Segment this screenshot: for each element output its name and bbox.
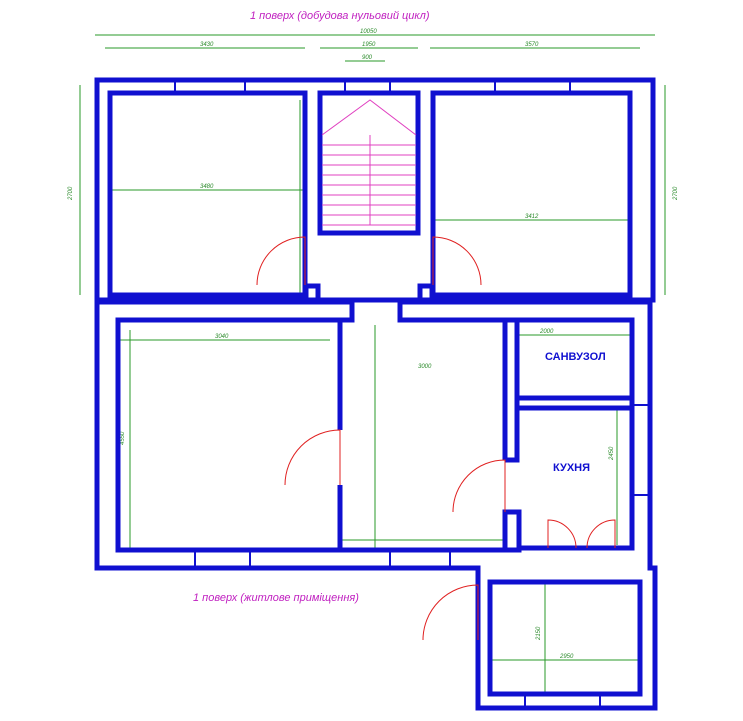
dim-overall: 10050 [360, 29, 377, 35]
dim-window: 900 [362, 55, 373, 61]
dim-height-right: 2700 [673, 186, 679, 201]
dim-kitchen: 2450 [609, 446, 615, 461]
doors [256, 236, 616, 641]
dim-left-room: 3480 [200, 184, 214, 190]
staircase [321, 99, 417, 226]
title-top: 1 поверх (добудова нульовий цикл) [250, 10, 430, 22]
dim-height-left: 2700 [68, 186, 74, 201]
dim-lower-left-height: 4550 [120, 431, 126, 445]
dim-bathroom: 2000 [539, 329, 554, 335]
dim-right-room: 3412 [525, 214, 539, 220]
dim-right: 3570 [525, 42, 539, 48]
dim-hall: 3000 [418, 364, 432, 370]
dim-left: 3430 [200, 42, 214, 48]
dim-lower-left-width: 3040 [215, 334, 229, 340]
dimension-lines [79, 34, 666, 695]
room-label-kitchen: КУХНЯ [553, 462, 590, 474]
walls [94, 77, 658, 711]
room-label-bathroom: САНВУЗОЛ [545, 351, 606, 363]
dim-ext-width: 2950 [559, 654, 574, 660]
dim-ext-height: 2150 [536, 626, 542, 641]
dim-middle: 1950 [362, 42, 376, 48]
title-bottom: 1 поверх (житлове приміщення) [193, 592, 359, 604]
